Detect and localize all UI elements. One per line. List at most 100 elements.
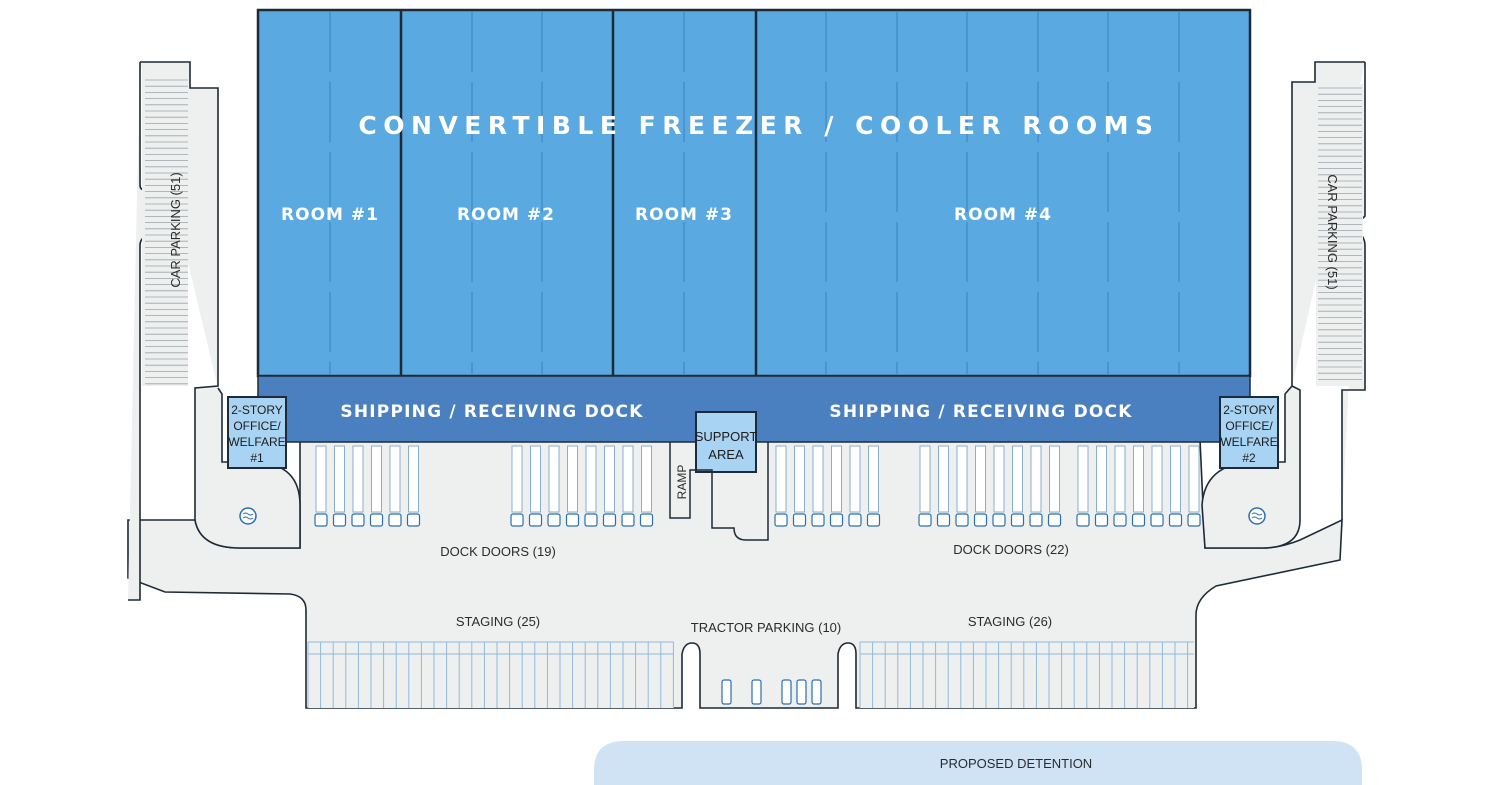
trailer: [1096, 445, 1107, 513]
dock-trailers: [314, 445, 1201, 527]
trailer: [641, 445, 652, 513]
tractor-cab: [1029, 513, 1043, 527]
tractor-cab: [848, 513, 862, 527]
tractor-cab: [351, 513, 365, 527]
utility-icon-left: [239, 507, 257, 525]
tractor-parking-label: TRACTOR PARKING (10): [691, 620, 841, 635]
tractor-parking-trucks: [721, 679, 822, 705]
freezer-cooler-block: [256, 8, 1252, 378]
office-1: [227, 396, 287, 469]
trailer: [1030, 445, 1042, 513]
trailer: [794, 445, 805, 513]
support-area-line-2: AREA: [708, 447, 744, 462]
tractor-cab: [332, 513, 347, 527]
room-label-2: ROOM #2: [457, 205, 555, 225]
main-title: CONVERTIBLE FREEZER / COOLER ROOMS: [358, 111, 1159, 140]
tractor-cab: [1113, 513, 1127, 527]
trailer: [585, 445, 597, 513]
trailer: [938, 445, 949, 513]
room-label-3: ROOM #3: [635, 205, 733, 225]
tractor-cab: [621, 513, 635, 527]
trailer: [812, 445, 824, 513]
tractor-cab: [1168, 513, 1183, 527]
trailer: [511, 445, 523, 513]
office-2-line-2: OFFICE/: [1225, 419, 1273, 433]
tractor-cab: [547, 513, 561, 527]
tractor-cab: [792, 513, 807, 527]
tractor-cab: [1076, 513, 1090, 527]
tractor-cab: [565, 513, 580, 527]
trailer: [1114, 445, 1126, 513]
trailer: [1049, 445, 1060, 513]
trailer: [1170, 445, 1181, 513]
tractor-cab: [1047, 513, 1062, 527]
car-parking-right-label: CAR PARKING (51): [1325, 174, 1340, 289]
trailer: [1188, 445, 1200, 513]
office-1-line-1: 2-STORY: [231, 403, 283, 417]
trailer: [993, 445, 1005, 513]
trailer: [389, 445, 401, 513]
ramp-label: RAMP: [675, 465, 689, 500]
right-parking-stalls: [1318, 87, 1362, 380]
trailer: [334, 445, 345, 513]
tractor-icon: [751, 679, 762, 705]
room-label-1: ROOM #1: [281, 205, 379, 225]
office-2-line-3: WELFARE: [1220, 435, 1277, 449]
office-1-line-3: WELFARE: [228, 435, 285, 449]
tractor-cab: [811, 513, 825, 527]
dock-doors-left-label: DOCK DOORS (19): [440, 544, 556, 559]
trailer: [622, 445, 634, 513]
tractor-cab: [955, 513, 969, 527]
tractor-icon: [796, 679, 807, 705]
tractor-cab: [866, 513, 881, 527]
staging-left-label: STAGING (25): [456, 614, 540, 629]
office-1-line-4: #1: [250, 451, 264, 465]
staging-pad: [860, 642, 1194, 708]
left-parking-stalls: [145, 79, 188, 385]
support-area-line-1: SUPPORT: [695, 429, 758, 444]
tractor-cab: [1010, 513, 1025, 527]
trailer: [975, 445, 986, 513]
tractor-cab: [1187, 513, 1201, 527]
trailer: [567, 445, 578, 513]
trailer: [315, 445, 327, 513]
tractor-cab: [992, 513, 1006, 527]
trailer: [1012, 445, 1023, 513]
tractor-cab: [829, 513, 844, 527]
trailer: [1133, 445, 1144, 513]
tractor-cab: [639, 513, 654, 527]
tractor-cab: [774, 513, 788, 527]
dock-label-left: SHIPPING / RECEIVING DOCK: [340, 402, 643, 422]
staging-stalls: [307, 641, 1194, 708]
trailer: [919, 445, 931, 513]
trailer: [849, 445, 861, 513]
room-label-4: ROOM #4: [954, 205, 1052, 225]
office-1-line-2: OFFICE/: [233, 419, 281, 433]
tractor-icon: [781, 679, 792, 705]
tractor-cab: [406, 513, 421, 527]
proposed-detention-label: PROPOSED DETENTION: [940, 756, 1092, 771]
trailer: [352, 445, 364, 513]
staging-pad: [308, 642, 674, 708]
trailer: [530, 445, 541, 513]
tractor-icon: [721, 679, 732, 705]
proposed-detention-area: [594, 741, 1362, 785]
utility-wave-right: [1251, 512, 1263, 520]
trailer: [1151, 445, 1163, 513]
utility-wave-left: [242, 512, 254, 520]
trailer: [956, 445, 968, 513]
tractor-cab: [1150, 513, 1164, 527]
office-2-line-1: 2-STORY: [1223, 403, 1275, 417]
tractor-cab: [388, 513, 402, 527]
trailer: [408, 445, 419, 513]
tractor-cab: [936, 513, 951, 527]
staging-right-label: STAGING (26): [968, 614, 1052, 629]
left-parking-fill: [142, 64, 188, 386]
office-2: [1219, 396, 1279, 469]
dock-doors-right-label: DOCK DOORS (22): [953, 542, 1069, 557]
support-area: [695, 411, 757, 473]
trailer: [604, 445, 615, 513]
tractor-cab: [510, 513, 524, 527]
trailer: [1077, 445, 1089, 513]
